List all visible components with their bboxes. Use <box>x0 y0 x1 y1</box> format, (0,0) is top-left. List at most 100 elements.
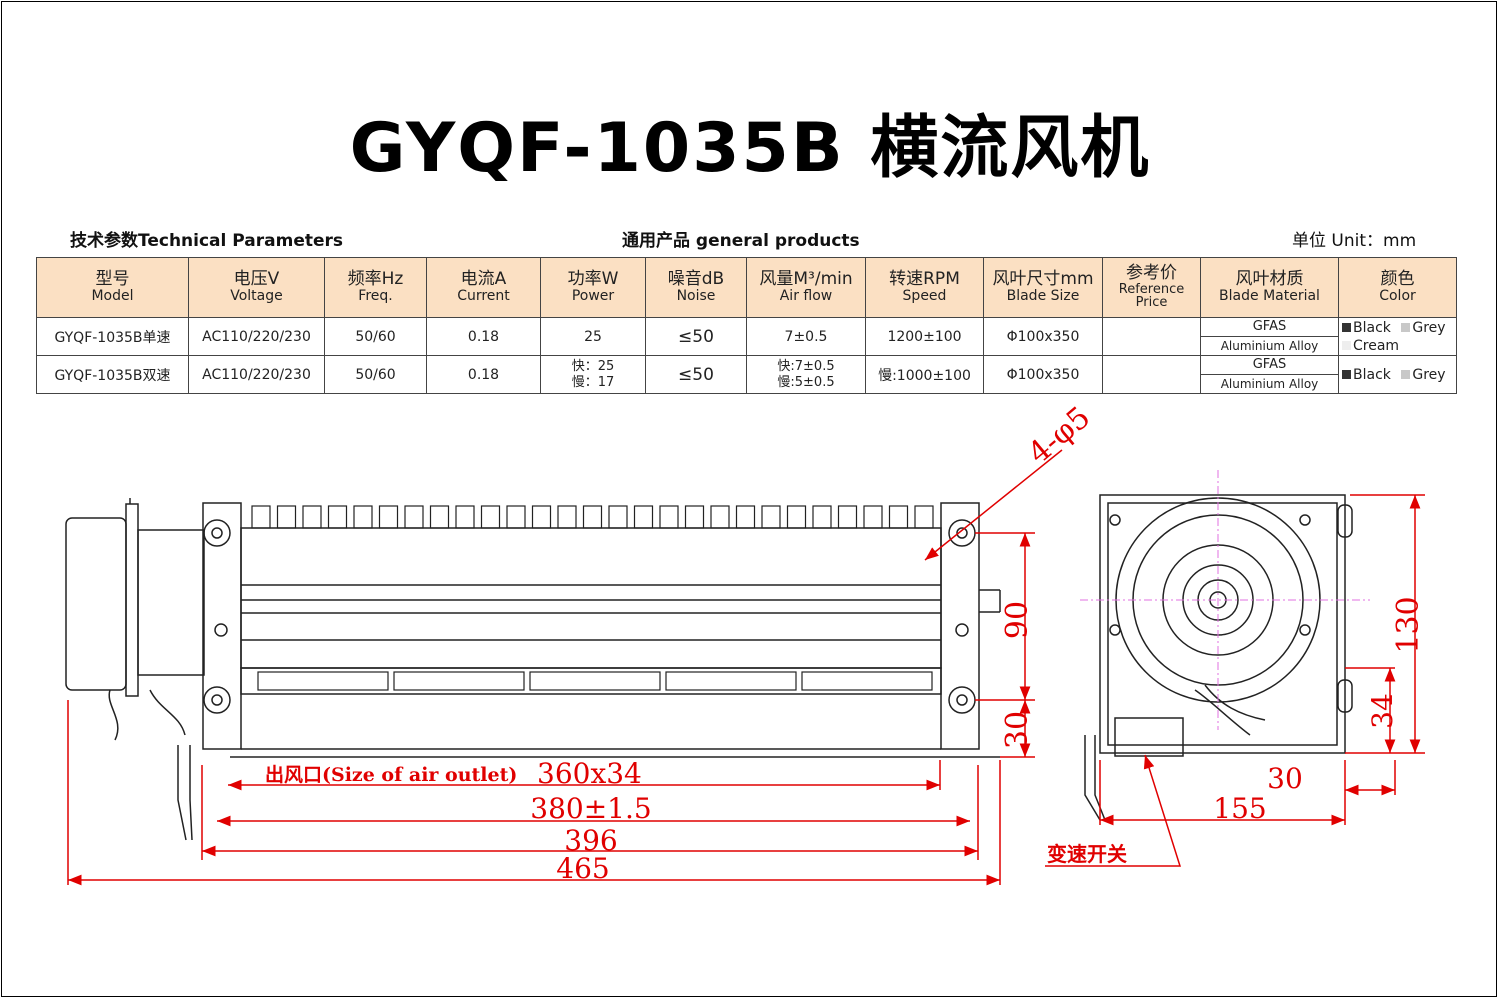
cell-blade-material: GFAS Aluminium Alloy <box>1200 355 1339 394</box>
grille-fins <box>251 505 934 691</box>
motor-flange <box>125 503 139 697</box>
dim-holes-label: 4-φ5 <box>1022 400 1098 471</box>
airflow-slow: 慢:5±0.5 <box>777 374 835 390</box>
cell-voltage: AC110/220/230 <box>188 317 325 356</box>
side-dim-labels: 130 34 30 155 变速开关 <box>1047 596 1426 866</box>
power-slow: 慢：17 <box>571 374 615 390</box>
switch-leader <box>1045 754 1182 867</box>
material-gfas: GFAS <box>1201 356 1338 375</box>
motor-body <box>65 517 127 691</box>
cell-power: 25 <box>540 317 646 356</box>
material-gfas: GFAS <box>1201 318 1338 337</box>
grille-fin <box>786 505 807 529</box>
mount-hole <box>948 686 976 714</box>
side-housing <box>1099 494 1346 754</box>
motor-bracket <box>137 529 205 676</box>
color-swatch-black <box>1342 322 1351 332</box>
airflow-fast: 快:7±0.5 <box>777 358 835 374</box>
speed-switch <box>1114 717 1184 757</box>
color-black: Black <box>1353 319 1391 336</box>
motor-wires <box>108 689 119 741</box>
housing-body <box>240 527 942 669</box>
cell-color: Black Grey <box>1338 355 1457 394</box>
center-lines <box>1080 470 1370 730</box>
grille-fin <box>837 505 858 529</box>
hole-leader <box>924 449 1063 561</box>
unit-label: 单位 Unit：mm <box>1292 231 1417 251</box>
dim-130-label: 130 <box>1391 596 1426 653</box>
speed-switch-label: 变速开关 <box>1047 842 1127 866</box>
cell-freq: 50/60 <box>324 355 427 394</box>
grille-fin <box>480 505 501 529</box>
dim-30-side-label: 30 <box>1267 762 1303 795</box>
cell-price <box>1102 317 1201 356</box>
outlet-grille <box>240 667 942 695</box>
grille-fin <box>684 505 705 529</box>
grille-fin <box>276 505 297 529</box>
cell-model: GYQF-1035B双速 <box>36 355 189 394</box>
mount-hole <box>203 519 231 547</box>
dim-155-label: 155 <box>1213 792 1266 825</box>
page-title: GYQF-1035B 横流风机 <box>349 109 1151 188</box>
dim-90-label: 90 <box>1000 601 1035 639</box>
outlet-slot <box>393 671 525 691</box>
grille-fin <box>863 505 883 529</box>
outlet-slot <box>257 671 389 691</box>
color-swatch-grey <box>1401 369 1411 379</box>
outlet-slot <box>529 671 661 691</box>
outlet-slot <box>801 671 933 691</box>
grille-fin <box>659 505 679 529</box>
cell-freq: 50/60 <box>324 317 427 356</box>
grille-fin <box>557 505 577 529</box>
grille-fin <box>404 505 424 529</box>
color-black: Black <box>1353 366 1391 383</box>
table-row: GYQF-1035B单速 AC110/220/230 50/60 0.18 25… <box>36 317 1457 356</box>
power-fast: 快：25 <box>571 358 615 374</box>
grille-fin <box>531 505 552 529</box>
side-dimensions <box>1045 494 1425 867</box>
dim-34-label: 34 <box>1366 693 1399 729</box>
color-swatch-cream <box>1342 340 1351 350</box>
grille-fin <box>735 505 756 529</box>
front-view <box>65 498 1001 841</box>
material-alloy: Aluminium Alloy <box>1220 377 1319 391</box>
lead-wire <box>177 745 187 841</box>
cell-color: Black Grey Cream <box>1338 317 1457 356</box>
cell-noise: ≤50 <box>645 317 747 356</box>
cell-speed: 1200±100 <box>865 317 984 356</box>
cell-blade-size: Φ100x350 <box>983 355 1103 394</box>
outlet-label: 出风口(Size of air outlet) <box>265 763 517 786</box>
grille-fin <box>888 505 909 529</box>
cell-voltage: AC110/220/230 <box>188 355 325 394</box>
color-grey: Grey <box>1412 366 1446 383</box>
grille-fin <box>710 505 730 529</box>
dim-396-label: 396 <box>564 824 617 857</box>
tech-params-heading: 技术参数Technical Parameters <box>70 231 344 251</box>
dim-30-label: 30 <box>1000 711 1035 749</box>
grille-fin <box>914 505 934 529</box>
grille-fin <box>582 505 603 529</box>
grille-fin <box>251 505 271 529</box>
front-dim-labels: 4-φ5 90 30 出风口(Size of air outlet) 360x3… <box>265 400 1097 885</box>
dim-380-label: 380±1.5 <box>530 792 651 825</box>
color-swatch-black <box>1342 369 1351 379</box>
front-dimensions <box>67 449 1063 886</box>
cell-model: GYQF-1035B单速 <box>36 317 189 356</box>
grille-fin <box>608 505 628 529</box>
outlet-slot <box>665 671 797 691</box>
color-grey: Grey <box>1412 319 1446 336</box>
cell-speed: 慢:1000±100 <box>865 355 984 394</box>
color-swatch-grey <box>1401 322 1411 332</box>
